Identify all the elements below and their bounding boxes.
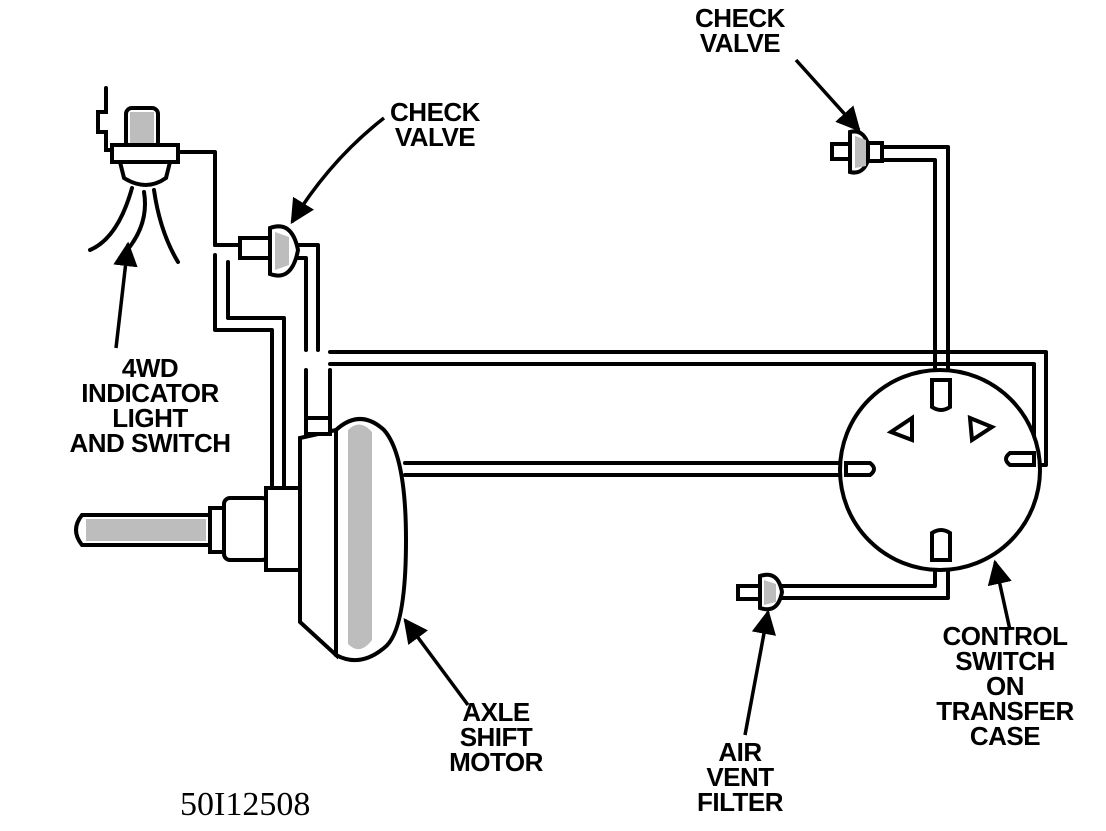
arrow-indicator bbox=[113, 241, 138, 349]
label-line: CONTROL bbox=[942, 621, 1068, 651]
hose-indicator bbox=[176, 150, 217, 247]
axle-shift-motor bbox=[74, 416, 409, 663]
label-axle-shift-motor: AXLE SHIFT MOTOR bbox=[436, 697, 556, 777]
air-vent-filter bbox=[736, 572, 785, 612]
figure-id: 50I12508 bbox=[180, 786, 311, 823]
arrow-check-valve-left bbox=[290, 116, 386, 225]
label-line: SWITCH bbox=[955, 646, 1055, 676]
leader-arrows bbox=[113, 58, 1012, 736]
label-line: SHIFT bbox=[459, 722, 533, 752]
label-line: AND SWITCH bbox=[69, 428, 231, 458]
label-check-valve-top: CHECK VALVE bbox=[685, 3, 795, 58]
label-control-switch: CONTROL SWITCH ON TRANSFER CASE bbox=[930, 621, 1080, 751]
label-line: AIR bbox=[718, 737, 762, 767]
label-line: INDICATOR bbox=[81, 378, 219, 408]
hose-top-check-valve bbox=[878, 145, 950, 402]
check-valve-top bbox=[830, 129, 884, 175]
switch-triangle-left-icon bbox=[886, 414, 914, 443]
hose-check-valve-to-manifold bbox=[296, 243, 320, 352]
indicator-switch bbox=[88, 86, 180, 264]
label-line: AXLE bbox=[462, 697, 530, 727]
label-line: CASE bbox=[969, 721, 1041, 751]
label-line: VENT bbox=[706, 762, 774, 792]
control-switch bbox=[838, 368, 1042, 572]
switch-triangle-right-icon bbox=[967, 414, 997, 444]
label-line: CHECK bbox=[390, 97, 480, 127]
label-indicator: 4WD INDICATOR LIGHT AND SWITCH bbox=[30, 353, 270, 458]
check-valve-left bbox=[238, 224, 301, 278]
arrow-axle-motor bbox=[403, 618, 470, 707]
label-check-valve-left: CHECK VALVE bbox=[380, 97, 490, 152]
label-line: 4WD bbox=[121, 353, 179, 383]
label-line: LIGHT bbox=[112, 403, 188, 433]
label-air-vent-filter: AIR VENT FILTER bbox=[690, 737, 790, 817]
label-line: ON bbox=[986, 671, 1025, 701]
arrow-check-valve-top bbox=[794, 58, 861, 132]
arrow-air-vent bbox=[743, 609, 776, 736]
label-line: TRANSFER bbox=[936, 696, 1074, 726]
arrow-control-switch bbox=[987, 559, 1012, 631]
hose-motor-to-switch bbox=[403, 461, 872, 477]
label-line: FILTER bbox=[696, 787, 784, 817]
label-line: VALVE bbox=[699, 28, 781, 58]
label-line: MOTOR bbox=[449, 747, 543, 777]
hose-to-axle-motor bbox=[213, 253, 274, 492]
label-line: VALVE bbox=[394, 122, 476, 152]
label-line: CHECK bbox=[695, 3, 785, 33]
